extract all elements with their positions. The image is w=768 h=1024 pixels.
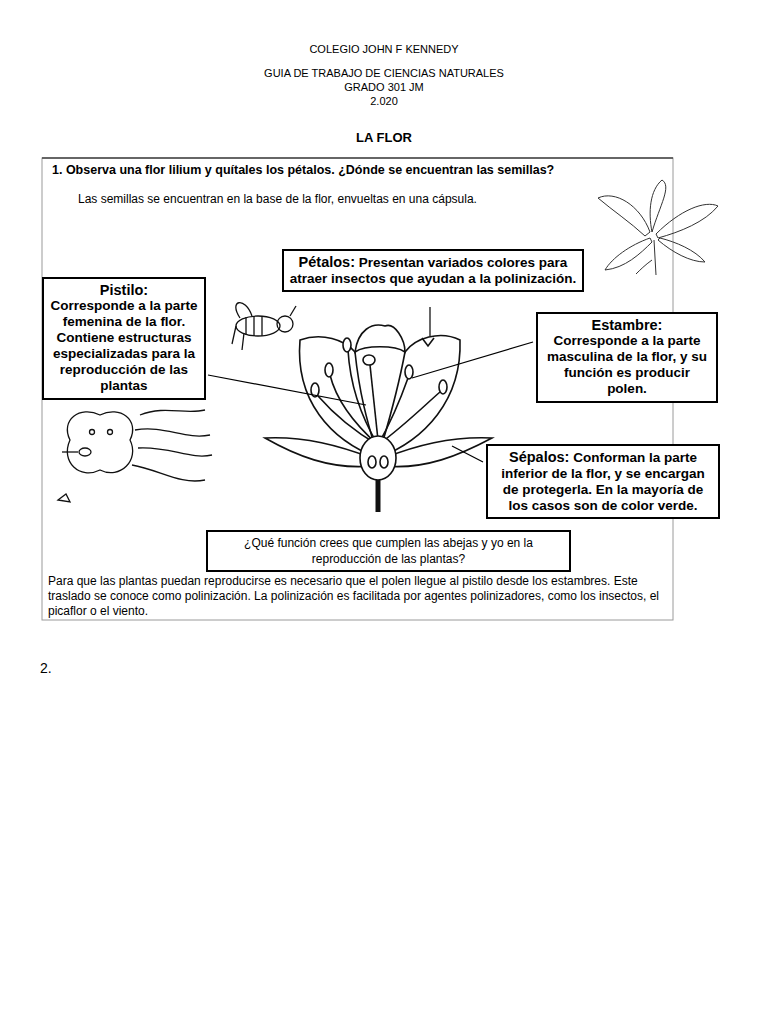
iris-sketch [598, 180, 718, 275]
bee-drawing [232, 303, 296, 350]
question-box: ¿Qué función crees que cumplen las abeja… [206, 530, 571, 572]
stamen-box: Estambre:Corresponde a la parte masculin… [536, 312, 718, 403]
wind-face-drawing [58, 410, 212, 502]
pistil-box: Pistilo:Corresponde a la parte femenina … [42, 277, 206, 400]
flower-drawing [265, 325, 492, 512]
answer-one: Las semillas se encuentran en la base de… [78, 192, 598, 207]
petals-box: Pétalos: Presentan variados colores para… [282, 249, 584, 292]
box-text: Corresponde a la parte masculina de la f… [543, 333, 711, 397]
image-top-edge [42, 157, 673, 159]
box-heading: Pétalos: [299, 254, 355, 270]
guide-title: GUIA DE TRABAJO DE CIENCIAS NATURALES [0, 66, 768, 80]
grade: GRADO 301 JM [0, 80, 768, 94]
box-text: ¿Qué función crees que cumplen las abeja… [244, 536, 533, 566]
box-heading: Pistilo: [49, 282, 199, 298]
box-heading: Sépalos: [509, 449, 569, 465]
sepals-box: Sépalos: Conforman la parte inferior de … [486, 444, 720, 519]
leader-lines [208, 307, 533, 462]
box-heading: Estambre: [543, 317, 711, 333]
school-name: COLEGIO JOHN F KENNEDY [0, 42, 768, 56]
year: 2.020 [0, 94, 768, 108]
question-one: 1. Observa una flor lilium y quítales lo… [52, 163, 672, 179]
box-text: Corresponde a la parte femenina de la fl… [49, 298, 199, 394]
item-number: 2. [40, 660, 80, 677]
pollination-paragraph: Para que las plantas puedan reproducirse… [48, 574, 668, 619]
page-title: LA FLOR [0, 130, 768, 145]
